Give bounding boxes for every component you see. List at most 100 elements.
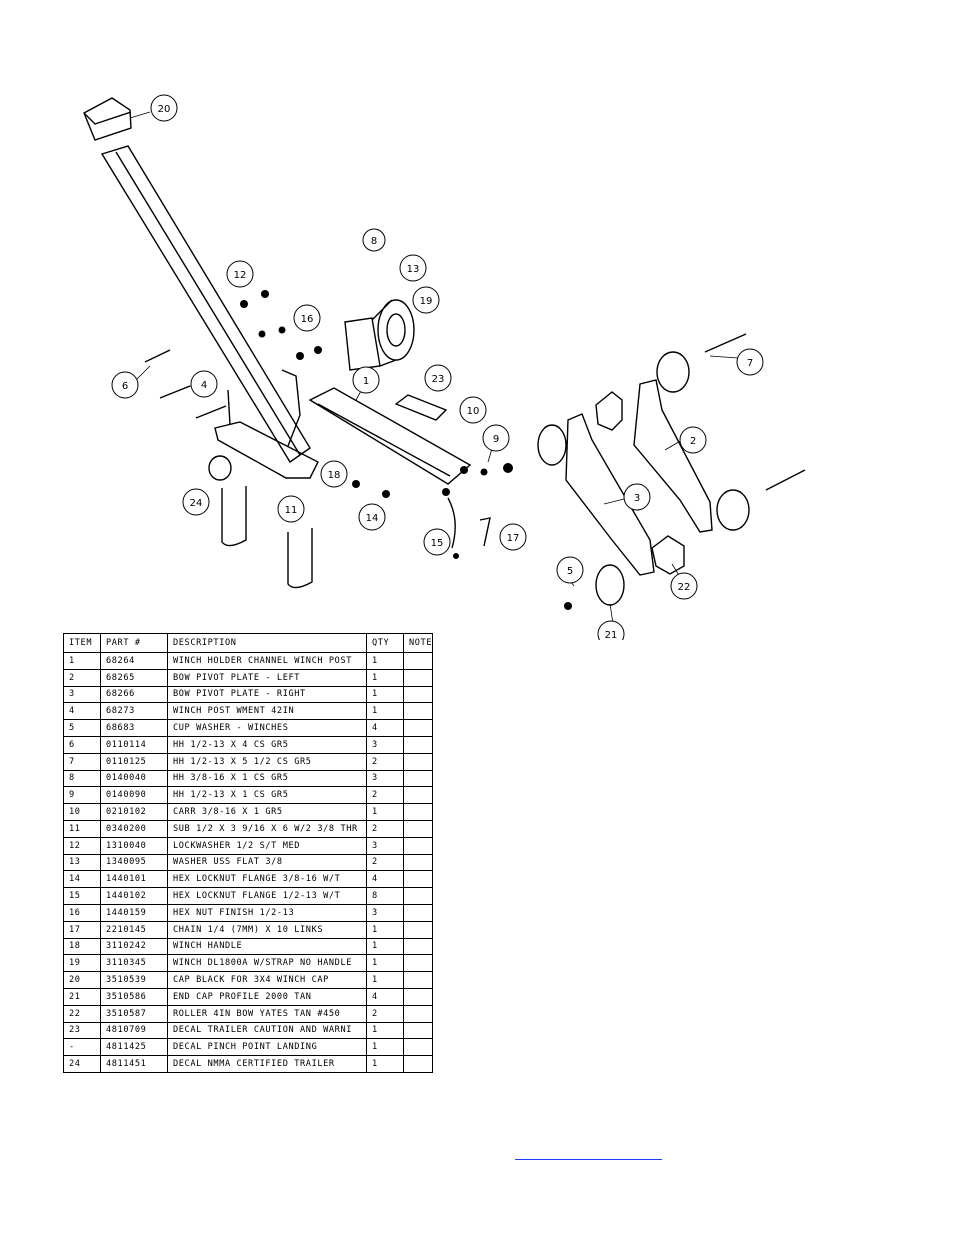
table-header-row: ITEM PART # DESCRIPTION QTY NOTE	[63, 633, 434, 653]
callout-label: 6	[122, 381, 128, 392]
callout-14	[358, 503, 386, 531]
callout-16	[293, 304, 321, 332]
callout-label: 15	[431, 538, 444, 549]
cell-item: 13	[63, 853, 101, 872]
cell-description: CUP WASHER - WINCHES	[167, 719, 367, 737]
cell-qty: 3	[366, 735, 404, 754]
cell-note	[402, 1038, 434, 1057]
cell-part-number: 0110125	[100, 752, 168, 771]
callout-label: 13	[407, 264, 420, 275]
callout-label: 10	[467, 406, 480, 417]
cell-part-number: 1440159	[100, 903, 168, 922]
cell-qty: 1	[366, 971, 404, 989]
header-part-number: PART #	[100, 633, 168, 653]
cell-description: BOW PIVOT PLATE - LEFT	[167, 668, 367, 687]
cell-description: HEX NUT FINISH 1/2-13	[167, 903, 367, 922]
cell-note	[402, 853, 434, 872]
bolt-7-right	[765, 469, 806, 491]
cell-description: DECAL PINCH POINT LANDING	[167, 1038, 367, 1057]
cell-item: 3	[63, 685, 101, 704]
header-note: NOTE	[402, 633, 434, 653]
cell-description: HH 1/2-13 X 5 1/2 CS GR5	[167, 752, 367, 771]
cell-description: WASHER USS FLAT 3/8	[167, 853, 367, 872]
header-description: DESCRIPTION	[167, 633, 367, 653]
cell-item: 1	[63, 652, 101, 670]
cell-item: 22	[63, 1004, 101, 1023]
footer-link[interactable]	[515, 1146, 662, 1160]
cell-part-number: 3110345	[100, 954, 168, 973]
cell-part-number: 0210102	[100, 803, 168, 821]
cell-qty: 1	[366, 652, 404, 670]
cell-item: 7	[63, 752, 101, 771]
cell-part-number: 3510587	[100, 1004, 168, 1023]
cell-qty: 4	[366, 987, 404, 1006]
callout-label: 14	[366, 513, 379, 524]
cell-description: ROLLER 4IN BOW YATES TAN #450	[167, 1004, 367, 1023]
cell-note	[402, 819, 434, 838]
cell-description: BOW PIVOT PLATE - RIGHT	[167, 685, 367, 704]
winch-holder-channel	[308, 387, 472, 485]
bolt-7-top	[704, 333, 747, 353]
cell-part-number: 68273	[100, 702, 168, 721]
callout-label: 16	[301, 314, 314, 325]
bow-pivot-plate-left	[633, 379, 713, 533]
cell-note	[402, 752, 434, 771]
cell-item: 23	[63, 1021, 101, 1040]
cell-item: 10	[63, 803, 101, 821]
cell-note	[402, 920, 434, 939]
callout-label: 9	[493, 434, 499, 445]
cell-qty: 1	[366, 702, 404, 721]
post-base-plate	[214, 421, 319, 479]
cell-description: SUB 1/2 X 3 9/16 X 6 W/2 3/8 THR	[167, 819, 367, 838]
cell-note	[402, 937, 434, 956]
cell-item: 12	[63, 836, 101, 855]
cell-qty: 1	[366, 685, 404, 704]
cell-part-number: 3110242	[100, 937, 168, 956]
cell-part-number: 1440102	[100, 887, 168, 905]
cell-item: -	[63, 1038, 101, 1057]
cell-qty: 1	[366, 1038, 404, 1057]
cell-part-number: 1340095	[100, 853, 168, 872]
callout-23	[424, 364, 452, 392]
callout-11	[277, 495, 305, 523]
cell-part-number: 4810709	[100, 1021, 168, 1040]
end-cap-right	[716, 489, 750, 531]
end-cap-bottom	[595, 564, 625, 606]
cell-item: 21	[63, 987, 101, 1006]
cell-part-number: 3510539	[100, 971, 168, 989]
cell-description: DECAL NMMA CERTIFIED TRAILER	[167, 1055, 367, 1073]
cell-qty: 2	[366, 786, 404, 805]
callout-21	[597, 620, 625, 640]
winch-post-cap	[83, 97, 132, 141]
callout-label: 11	[285, 505, 298, 516]
callout-label: 12	[234, 270, 247, 281]
callout-label: 3	[634, 493, 640, 504]
cell-qty: 2	[366, 853, 404, 872]
cell-item: 20	[63, 971, 101, 989]
callout-1	[352, 366, 380, 394]
cell-qty: 1	[366, 1021, 404, 1040]
cell-description: END CAP PROFILE 2000 TAN	[167, 987, 367, 1006]
cell-qty: 1	[366, 954, 404, 973]
cell-qty: 1	[366, 668, 404, 687]
cell-item: 4	[63, 702, 101, 721]
cell-qty: 1	[366, 803, 404, 821]
callout-label: 2	[690, 436, 696, 447]
callout-17	[499, 523, 527, 551]
callout-5	[556, 556, 584, 584]
cell-description: WINCH HANDLE	[167, 937, 367, 956]
callout-6	[111, 371, 139, 399]
cell-note	[402, 1021, 434, 1040]
callout-label: 8	[371, 236, 377, 247]
cell-qty: 1	[366, 920, 404, 939]
cell-description: DECAL TRAILER CAUTION AND WARNI	[167, 1021, 367, 1040]
